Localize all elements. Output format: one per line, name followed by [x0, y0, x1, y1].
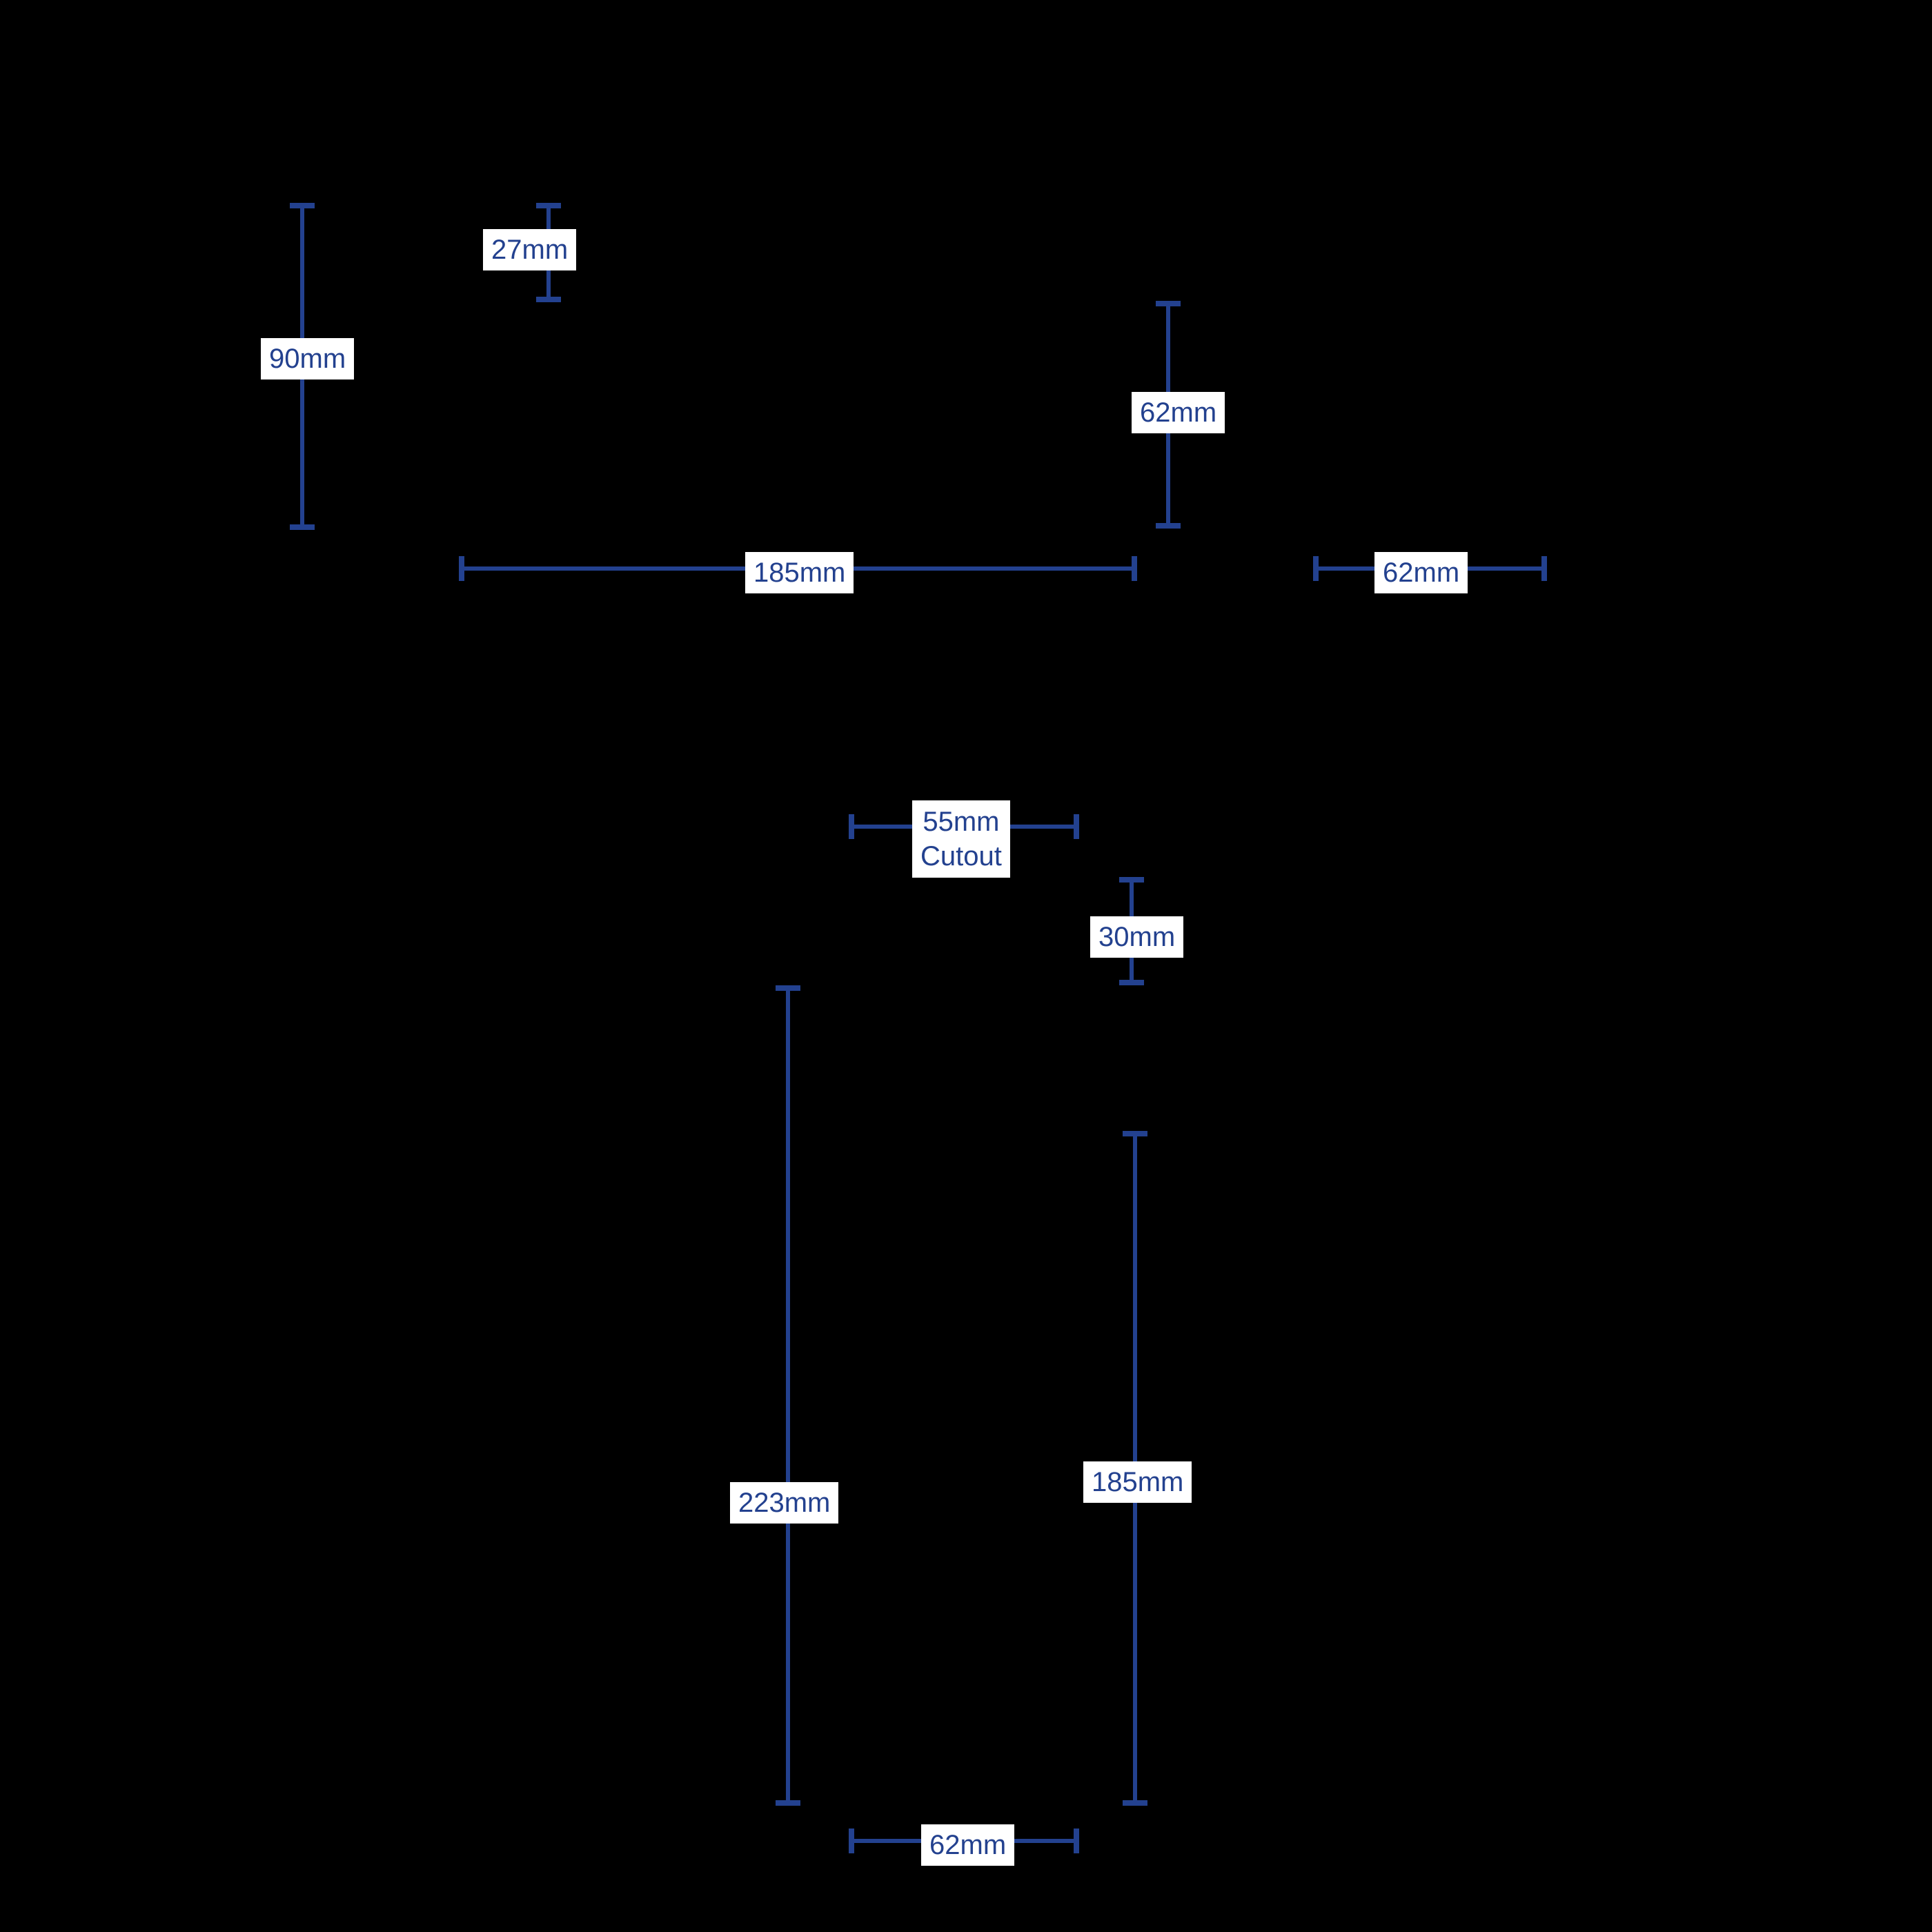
dimension-tick-bottom [290, 524, 315, 530]
dimension-tick-bottom [776, 1800, 800, 1806]
dimension-tick-left [849, 814, 854, 839]
dimension-tick-top [1156, 301, 1181, 306]
dimension-tick-left [849, 1828, 854, 1853]
dimension-tick-left [1313, 556, 1319, 581]
dimension-tick-bottom [1156, 523, 1181, 529]
dimension-tick-top [776, 985, 800, 991]
dimension-tick-top [1123, 1131, 1147, 1136]
dimension-tick-bottom [1123, 1800, 1147, 1806]
dimension-label-223mm: 223mm [730, 1482, 839, 1524]
dimension-label-62mm-right: 62mm [1374, 552, 1468, 593]
dimension-label-62mm-bottom: 62mm [921, 1824, 1015, 1866]
dimension-label-90mm: 90mm [261, 338, 355, 379]
dimension-tick-top [290, 203, 315, 208]
dimension-label-62mm-vertical: 62mm [1132, 392, 1225, 433]
dimension-tick-right [1074, 1828, 1079, 1853]
dimension-tick-right [1132, 556, 1137, 581]
dimension-label-55mm-cutout: 55mm Cutout [912, 800, 1010, 878]
dimension-tick-top [1119, 877, 1144, 883]
dimension-tick-bottom [1119, 980, 1144, 985]
dimension-tick-right [1541, 556, 1547, 581]
dimension-label-185mm-lower: 185mm [1083, 1461, 1192, 1503]
dimension-tick-top [536, 203, 561, 208]
dimension-tick-bottom [536, 297, 561, 302]
dimension-line-vertical [786, 988, 790, 1806]
dimension-tick-right [1074, 814, 1079, 839]
dimension-label-30mm: 30mm [1090, 916, 1184, 958]
dimension-label-185mm-top: 185mm [745, 552, 854, 593]
dimension-tick-left [459, 556, 464, 581]
dimension-label-27mm: 27mm [483, 229, 577, 270]
